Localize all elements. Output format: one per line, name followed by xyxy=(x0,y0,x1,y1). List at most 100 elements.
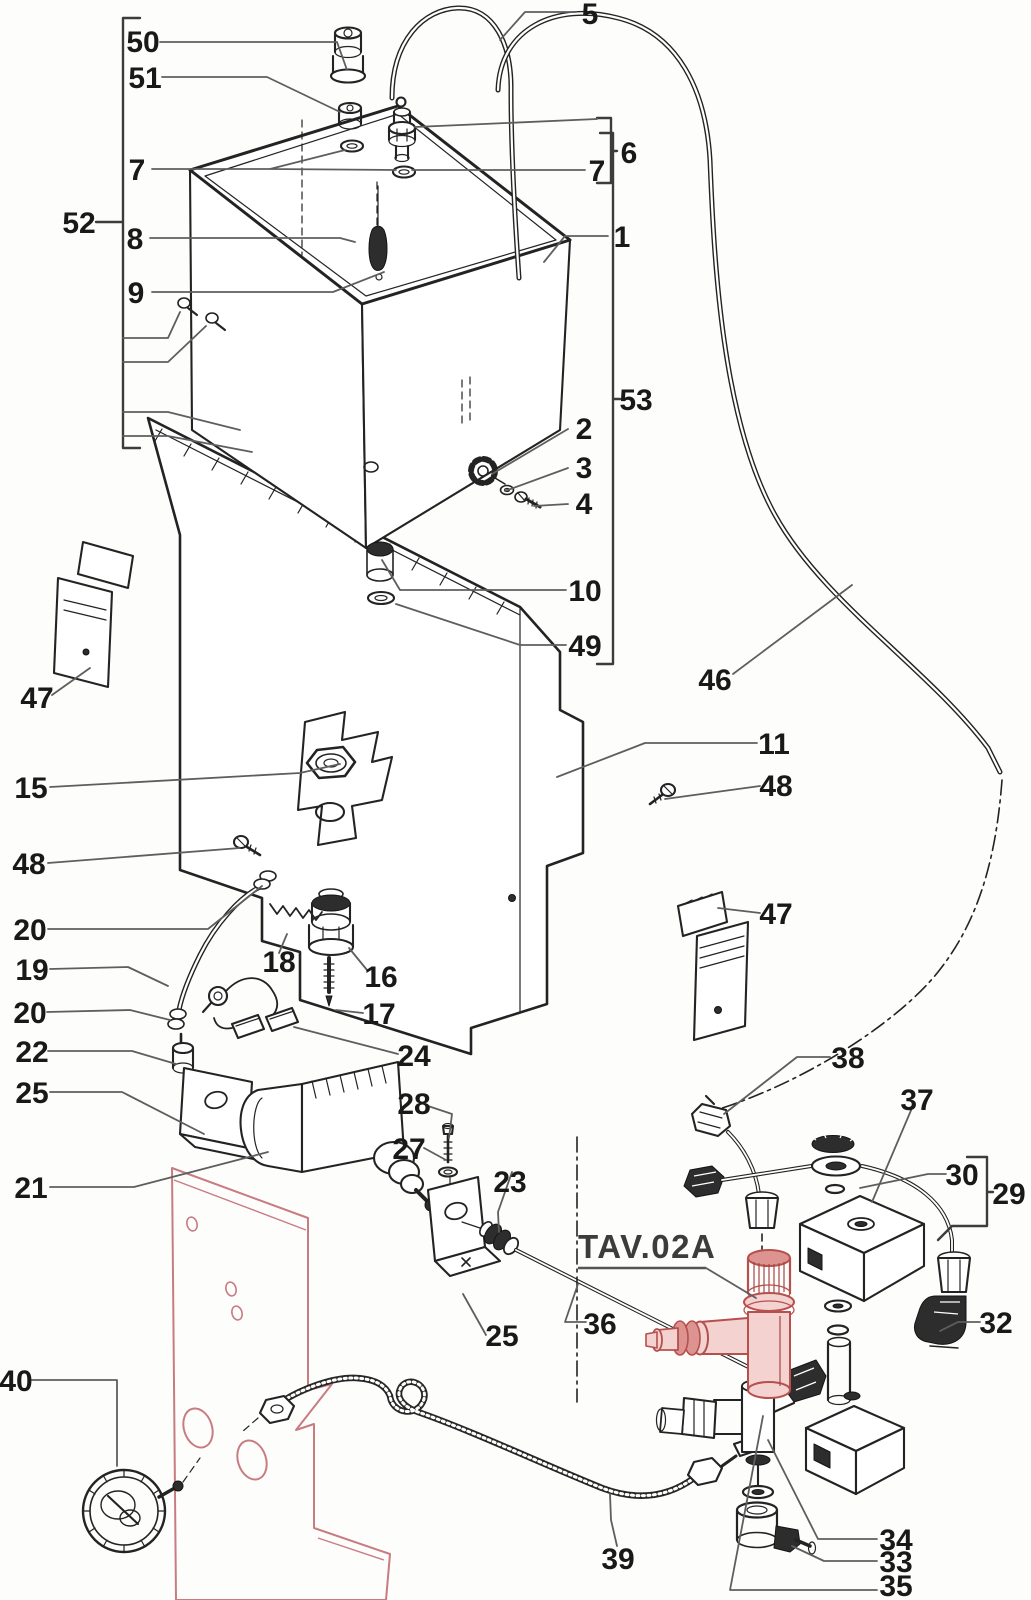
callout-23: 23 xyxy=(493,1166,526,1199)
bracket-52 xyxy=(94,16,142,450)
pump-bracket-25-left xyxy=(178,1066,265,1163)
callout-19: 19 xyxy=(15,954,48,987)
drain-cap-35 xyxy=(735,1501,779,1519)
o-ring-7-right xyxy=(391,165,417,179)
callout-brackets xyxy=(94,16,995,1242)
red-check-valve xyxy=(645,1249,795,1399)
tav-table-label: TAV.02A xyxy=(578,1228,716,1265)
callout-39: 39 xyxy=(601,1543,634,1576)
callout-9: 9 xyxy=(128,277,145,310)
washer-stack-30 xyxy=(810,1133,862,1195)
callout-4: 4 xyxy=(576,488,593,521)
callout-47-right: 47 xyxy=(759,898,792,931)
callout-33: 33 xyxy=(879,1546,912,1579)
fitting-23 xyxy=(461,1221,520,1256)
callout-7-left: 7 xyxy=(129,154,146,187)
intake-valve-6 xyxy=(387,96,417,163)
callout-35: 35 xyxy=(879,1570,912,1600)
callout-2: 2 xyxy=(576,413,593,446)
elbow-32 xyxy=(914,1295,967,1349)
callout-7-right: 7 xyxy=(589,155,606,188)
bracket-6 xyxy=(595,116,619,185)
cross-fitting xyxy=(655,1359,827,1555)
callout-16: 16 xyxy=(364,961,397,994)
tank-mount-nut-15 xyxy=(305,745,357,780)
callout-30: 30 xyxy=(945,1159,978,1192)
pipe-30 xyxy=(720,1162,826,1182)
tube-5 xyxy=(389,5,522,281)
hose-19 xyxy=(167,870,277,1030)
callout-32: 32 xyxy=(979,1307,1012,1340)
callout-5: 5 xyxy=(582,0,599,31)
washer-27 xyxy=(437,1166,459,1178)
callout-46: 46 xyxy=(698,664,731,697)
callout-25-right: 25 xyxy=(485,1320,518,1353)
strap-screws xyxy=(177,297,227,332)
callout-49: 49 xyxy=(568,630,601,663)
callout-22: 22 xyxy=(15,1036,48,1069)
braided-hose-39 xyxy=(241,1374,766,1499)
pump-bracket-25-right xyxy=(426,1175,502,1278)
bracket-53 xyxy=(595,131,622,666)
leader-lines xyxy=(31,11,981,1591)
pump-21 xyxy=(239,1060,438,1212)
callout-47-left: 47 xyxy=(20,682,53,715)
tube-46 xyxy=(495,10,1003,1111)
bracket-29 xyxy=(936,1155,995,1242)
bracket-47-right xyxy=(676,890,750,1042)
tank-rim xyxy=(188,104,572,306)
elbow-fitting-16 xyxy=(307,888,355,957)
fitting-51 xyxy=(337,101,363,130)
screw-hole-dot xyxy=(508,894,516,902)
tank-outlet-10 xyxy=(366,541,394,582)
cross-nut-34 xyxy=(680,1396,718,1440)
callout-17: 17 xyxy=(362,998,395,1031)
cable-24 xyxy=(201,977,300,1040)
callout-1: 1 xyxy=(614,221,631,254)
callout-52: 52 xyxy=(62,207,95,240)
screw-28 xyxy=(441,1122,455,1164)
callout-8: 8 xyxy=(127,223,144,256)
callout-20-top: 20 xyxy=(13,914,46,947)
arrow-cutout xyxy=(296,710,394,847)
screw-48-left xyxy=(232,834,262,857)
callout-21: 21 xyxy=(14,1172,47,1205)
callout-38: 38 xyxy=(831,1042,864,1075)
pipe-29 xyxy=(860,1164,972,1294)
callout-28: 28 xyxy=(397,1088,430,1121)
callout-29: 29 xyxy=(992,1178,1025,1211)
callout-20-bottom: 20 xyxy=(13,997,46,1030)
callout-11: 11 xyxy=(758,728,790,761)
callout-24: 24 xyxy=(397,1040,431,1073)
panel-hole xyxy=(314,801,346,823)
callout-6: 6 xyxy=(621,137,638,170)
callout-36: 36 xyxy=(583,1308,616,1341)
o-ring-49 xyxy=(366,590,396,606)
fitting-20-bottom xyxy=(169,1008,187,1020)
spring-18 xyxy=(269,903,323,921)
callout-27: 27 xyxy=(392,1133,425,1166)
callout-53: 53 xyxy=(619,384,652,417)
bolt-17 xyxy=(323,956,335,1007)
callout-34: 34 xyxy=(879,1524,913,1557)
callout-51: 51 xyxy=(128,62,161,95)
callout-18: 18 xyxy=(262,946,295,979)
callout-15: 15 xyxy=(14,772,47,805)
callout-50: 50 xyxy=(126,26,159,59)
red-panel xyxy=(171,1167,391,1600)
callout-10: 10 xyxy=(568,575,601,608)
callout-37: 37 xyxy=(900,1084,933,1117)
tank-cap-50 xyxy=(329,26,367,84)
part-22 xyxy=(171,1032,195,1074)
tank-knob-2 xyxy=(468,456,506,486)
callout-3: 3 xyxy=(576,452,593,485)
solenoid-body-37 xyxy=(798,1194,926,1406)
callout-40: 40 xyxy=(0,1365,33,1398)
pressure-gauge-40 xyxy=(81,1457,201,1554)
hose-nut-left xyxy=(258,1394,296,1425)
pipe-36 xyxy=(514,1248,786,1387)
water-tank xyxy=(188,104,572,606)
